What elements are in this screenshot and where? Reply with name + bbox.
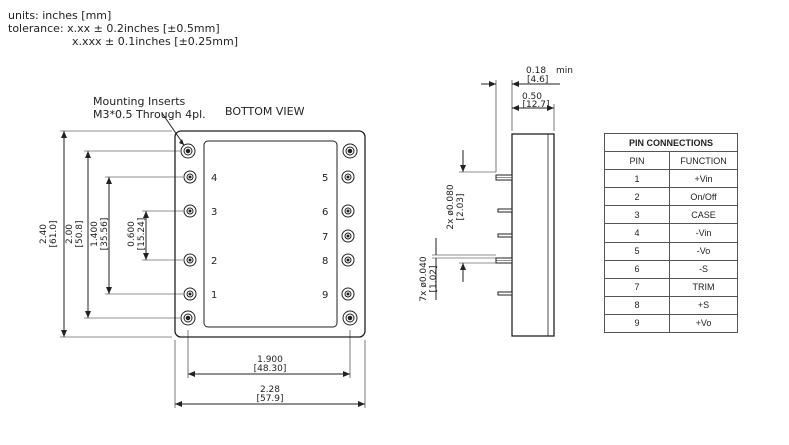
pin-function: -S	[669, 259, 738, 279]
pin-function: CASE	[669, 205, 738, 225]
table-row: 5-Vo	[604, 241, 738, 261]
dim-height-mm: [61.0]	[49, 220, 59, 247]
bottom-view-label: BOTTOM VIEW	[225, 105, 305, 118]
pin-label-3: 3	[211, 207, 217, 218]
pin-function: -Vin	[669, 223, 738, 243]
mounting-insert	[342, 143, 358, 159]
pin-number: 2	[604, 187, 670, 207]
pin-dia-large-in: 2x ø0.080	[446, 184, 456, 229]
pin-8	[341, 253, 355, 267]
dim-min-word: min	[556, 66, 573, 76]
pin-2	[183, 253, 197, 267]
dim-height-in: 2.40	[39, 224, 49, 244]
dim-pin-span-in: 1.400	[90, 221, 100, 247]
table-row: 9+Vo	[604, 313, 738, 334]
pin-3	[183, 204, 197, 218]
pin-dia-small-in: 7x ø0.040	[419, 256, 429, 301]
pin-number: 3	[604, 205, 670, 225]
pin-number: 9	[604, 313, 670, 334]
pin-4	[183, 170, 197, 184]
pin-1	[183, 287, 197, 301]
pin-label-8: 8	[322, 256, 328, 267]
pin-number: 5	[604, 241, 670, 261]
mounting-leader	[161, 112, 185, 146]
pin-label-7: 7	[322, 232, 328, 243]
pin-function: -Vo	[669, 241, 738, 261]
bottom-view	[60, 112, 366, 408]
pin-6	[341, 204, 355, 218]
dim-row-in: 1.900	[257, 355, 283, 365]
table-title: PIN CONNECTIONS	[604, 132, 738, 153]
table-row: 4-Vin	[604, 223, 738, 243]
dim-min-in: 0.18	[526, 66, 546, 76]
mounting-insert	[180, 143, 196, 159]
pin-number: 8	[604, 295, 670, 315]
module-inner-panel	[203, 140, 338, 328]
table-header-function: FUNCTION	[669, 151, 738, 171]
mounting-insert	[342, 310, 358, 326]
table-row: 8+S	[604, 295, 738, 315]
side-pin-small	[497, 208, 513, 213]
dim-width-mm: [57.9]	[256, 394, 283, 404]
mounting-insert	[180, 310, 196, 326]
pin-label-4: 4	[211, 173, 217, 184]
dim-inner-mm: [50.8]	[75, 220, 85, 247]
pin-label-5: 5	[322, 173, 328, 184]
pin-number: 4	[604, 223, 670, 243]
tolerance-note: tolerance: x.xx ± 0.2inches [±0.5mm]	[8, 22, 220, 35]
pin-dia-large-mm: [2.03]	[456, 193, 466, 220]
dim-row-mm: [48.30]	[254, 364, 287, 374]
pin-9	[341, 287, 355, 301]
table-row: 1+Vin	[604, 169, 738, 189]
pin-dia-small-mm: [1.02]	[429, 265, 439, 292]
pin-7	[341, 229, 355, 243]
pin-function: +Vin	[669, 169, 738, 189]
side-pin-large	[495, 174, 513, 181]
dim-pin-gap-mm: [15.24]	[137, 218, 147, 251]
pin-function: On/Off	[669, 187, 738, 207]
side-pin-small	[497, 233, 513, 238]
pin-function: TRIM	[669, 277, 738, 297]
pin-label-1: 1	[211, 290, 217, 301]
mounting-label-1: Mounting Inserts	[93, 95, 186, 108]
side-pin-small	[497, 291, 513, 296]
table-header-pin: PIN	[604, 151, 670, 171]
tolerance-note-2: x.xxx ± 0.1inches [±0.25mm]	[72, 35, 239, 48]
pin-function: +S	[669, 295, 738, 315]
side-pin-large	[495, 257, 513, 264]
side-view	[432, 80, 560, 337]
module-outline	[174, 130, 366, 338]
dim-min-mm: [4.6]	[527, 75, 548, 85]
dim-side-height-mm: [12.7]	[522, 100, 549, 110]
pin-5	[341, 170, 355, 184]
dim-inner-in: 2.00	[65, 224, 75, 244]
pin-function: +Vo	[669, 313, 738, 334]
mounting-label-2: M3*0.5 Through 4pl.	[93, 108, 206, 121]
dim-side-height-in: 0.50	[522, 92, 542, 102]
dim-pin-span-mm: [35.56]	[100, 218, 110, 251]
pin-label-9: 9	[322, 290, 328, 301]
pin-number: 1	[604, 169, 670, 189]
table-row: 6-S	[604, 259, 738, 279]
dim-pin-gap-in: 0.600	[127, 221, 137, 247]
pin-number: 6	[604, 259, 670, 279]
pin-label-2: 2	[211, 256, 217, 267]
pin-label-6: 6	[322, 207, 328, 218]
dim-width-in: 2.28	[260, 385, 280, 395]
units-note: units: inches [mm]	[8, 9, 112, 22]
leader-arrow	[179, 139, 184, 145]
pin-number: 7	[604, 277, 670, 297]
